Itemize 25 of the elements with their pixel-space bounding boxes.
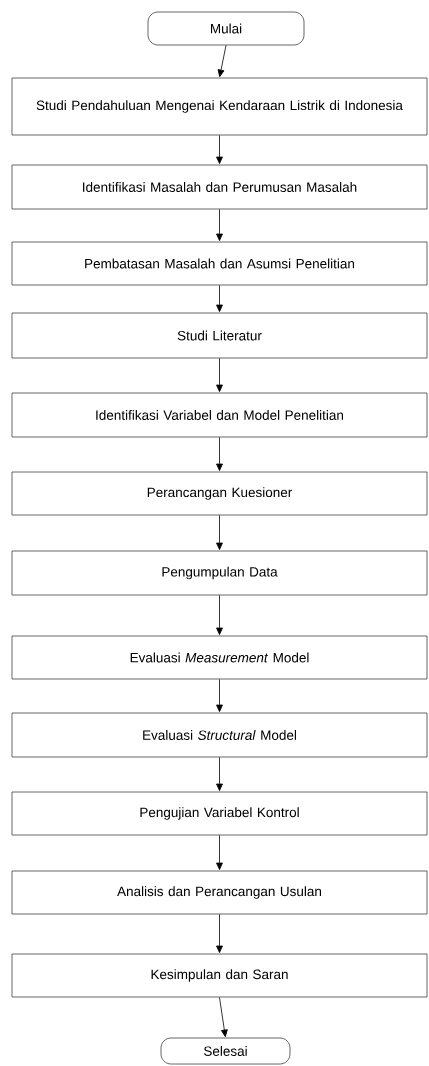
arrow — [216, 914, 223, 953]
process-box: Evaluasi Structural Model — [11, 712, 428, 758]
process-box: Pembatasan Masalah dan Asumsi Penelitian — [11, 241, 428, 286]
process-box: Identifikasi Masalah dan Perumusan Masalah — [11, 164, 428, 210]
process-box: Evaluasi Measurement Model — [11, 635, 428, 680]
arrow — [219, 997, 228, 1038]
process-box: Kesimpulan dan Saran — [11, 953, 428, 998]
arrow — [216, 285, 223, 312]
process-box: Identifikasi Variabel dan Model Penelitian — [11, 392, 428, 438]
arrow — [216, 437, 223, 471]
process-box: Studi Pendahuluan Mengenai Kendaraan Listrik di Indonesia — [11, 77, 428, 136]
process-box: Analisis dan Perancangan Usulan — [11, 870, 428, 915]
arrow — [216, 679, 223, 712]
arrow — [216, 515, 223, 550]
arrow — [216, 358, 223, 392]
process-box: Pengumpulan Data — [11, 550, 428, 596]
process-box: Perancangan Kuesioner — [11, 471, 428, 516]
process-box: Studi Literatur — [11, 312, 428, 359]
arrow — [216, 595, 223, 635]
arrow — [216, 135, 223, 164]
process-box: Pengujian Variabel Kontrol — [11, 791, 428, 836]
arrow — [216, 757, 223, 791]
arrow — [217, 45, 227, 78]
arrow — [216, 835, 223, 870]
arrow — [216, 209, 223, 241]
